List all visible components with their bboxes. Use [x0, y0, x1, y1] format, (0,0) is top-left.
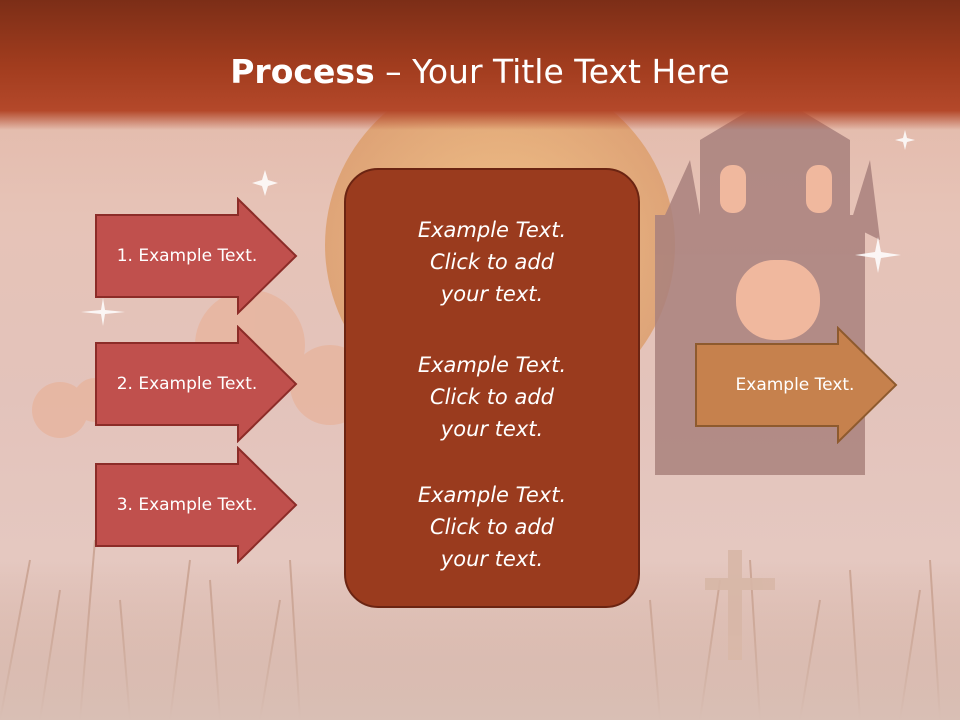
left-arrow-3-label: 3. Example Text. [116, 495, 258, 515]
slide-title[interactable]: Process – Your Title Text Here [0, 52, 960, 91]
cross-icon [705, 550, 775, 660]
left-arrow-1[interactable] [94, 197, 300, 315]
left-arrow-2-label: 2. Example Text. [116, 374, 258, 394]
center-block-1-line3: your text. [440, 282, 544, 306]
title-rest: Your Title Text Here [412, 52, 730, 91]
center-text-box[interactable]: Example Text. Click to add your text. Ex… [344, 168, 640, 608]
center-block-1: Example Text. Click to add your text. [346, 214, 638, 310]
title-separator: – [374, 52, 413, 91]
title-bold: Process [230, 52, 375, 91]
center-block-2-line1: Example Text. [417, 353, 567, 377]
right-arrow-label: Example Text. [735, 375, 855, 395]
center-block-3-line2: Click to add [429, 515, 554, 539]
castle-windows [720, 165, 832, 340]
center-block-2: Example Text. Click to add your text. [346, 349, 638, 445]
left-arrow-3[interactable] [94, 446, 300, 564]
sparkle-icons [81, 130, 915, 326]
left-arrow-1-label: 1. Example Text. [116, 246, 258, 266]
title-bar [0, 0, 960, 130]
left-arrow-2[interactable] [94, 325, 300, 443]
center-block-2-line3: your text. [440, 417, 544, 441]
center-block-3: Example Text. Click to add your text. [346, 479, 638, 575]
center-block-3-line1: Example Text. [417, 483, 567, 507]
center-block-1-line2: Click to add [429, 250, 554, 274]
center-block-1-line1: Example Text. [417, 218, 567, 242]
center-block-2-line2: Click to add [429, 385, 554, 409]
center-block-3-line3: your text. [440, 547, 544, 571]
right-arrow[interactable] [694, 326, 900, 444]
